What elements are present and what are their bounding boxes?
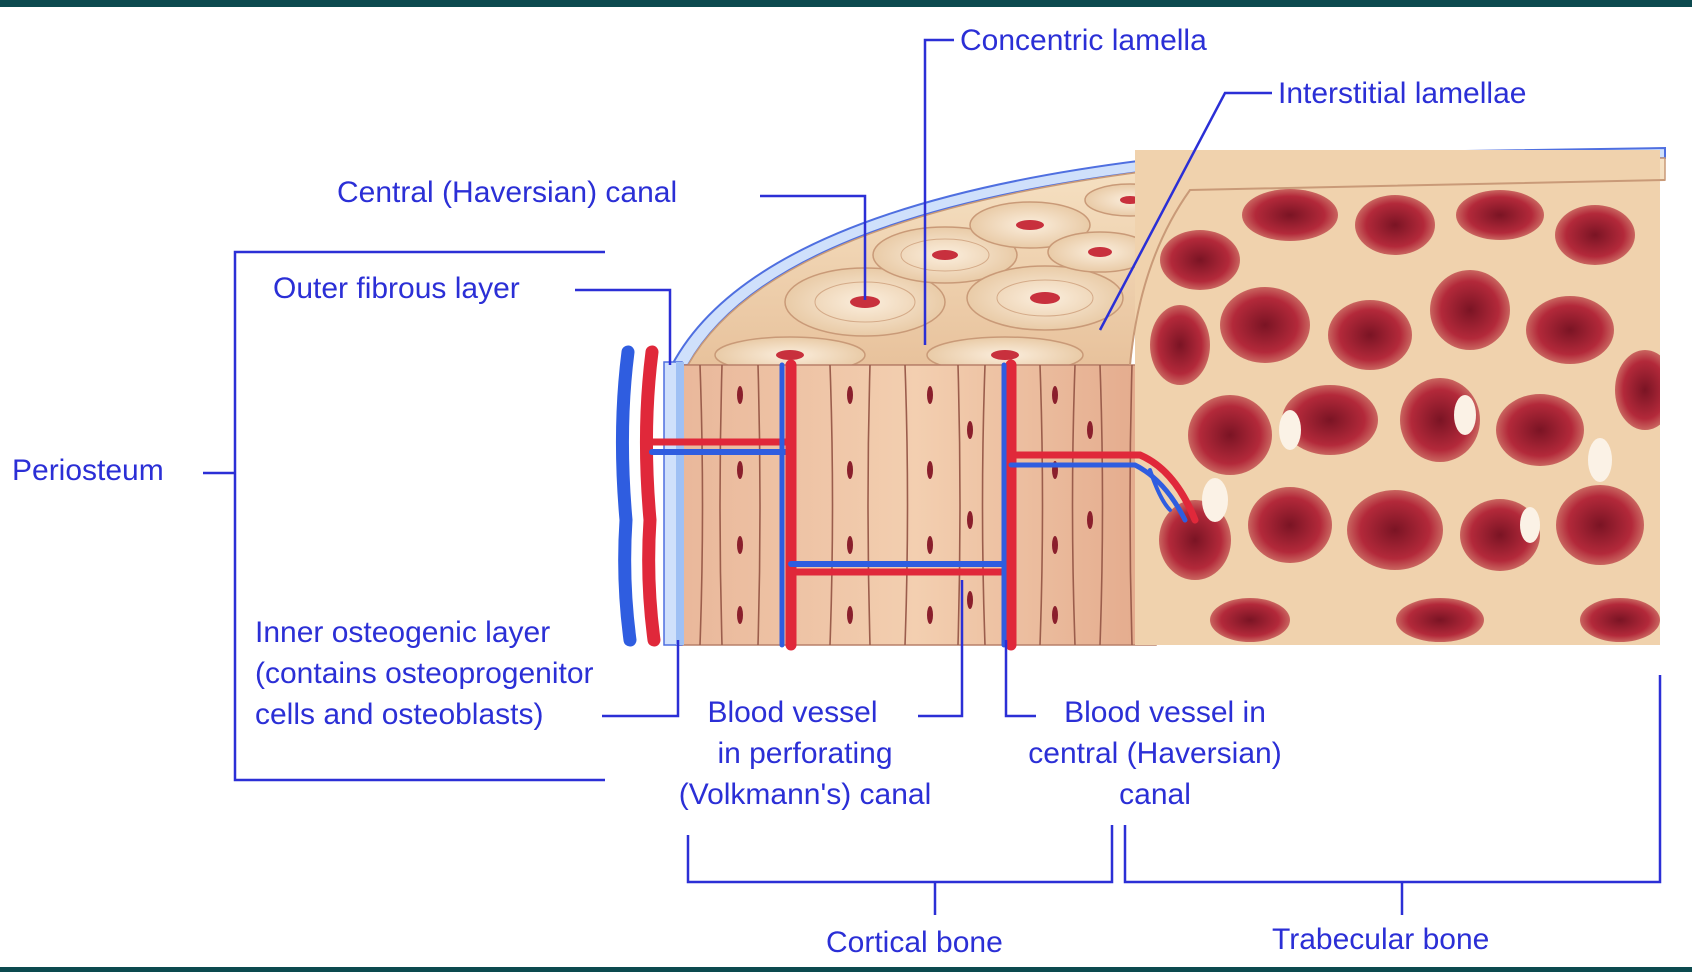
label-cortical-bone: Cortical bone [826,922,1003,963]
inner-osteogenic-line-1: Inner osteogenic layer [255,612,594,653]
perforating-line-1: Blood vessel [650,692,960,733]
label-trabecular-bone: Trabecular bone [1272,919,1489,960]
inner-osteogenic-line-2: (contains osteoprogenitor [255,653,594,694]
perforating-line-2: in perforating [650,733,960,774]
central-vessel-line-1: Blood vessel in [1000,692,1310,733]
trabecular-block [1135,150,1675,645]
perforating-line-3: (Volkmann's) canal [650,774,960,815]
label-concentric-lamella: Concentric lamella [960,20,1207,61]
label-inner-osteogenic-layer: Inner osteogenic layer (contains osteopr… [255,612,594,735]
central-vessel-line-2: central (Haversian) [1000,733,1310,774]
label-central-haversian-canal: Central (Haversian) canal [337,172,677,213]
label-interstitial-lamellae: Interstitial lamellae [1278,73,1526,114]
outer-fibrous-strip [676,362,684,645]
label-outer-fibrous-layer: Outer fibrous layer [273,268,520,309]
label-periosteum: Periosteum [12,450,164,491]
inner-osteogenic-line-3: cells and osteoblasts) [255,694,594,735]
label-central-canal-vessel: Blood vessel in central (Haversian) cana… [1000,692,1310,815]
cortical-block [676,365,1156,645]
central-vessel-line-3: canal [1000,774,1310,815]
label-perforating-canal-vessel: Blood vessel in perforating (Volkmann's)… [650,692,960,815]
